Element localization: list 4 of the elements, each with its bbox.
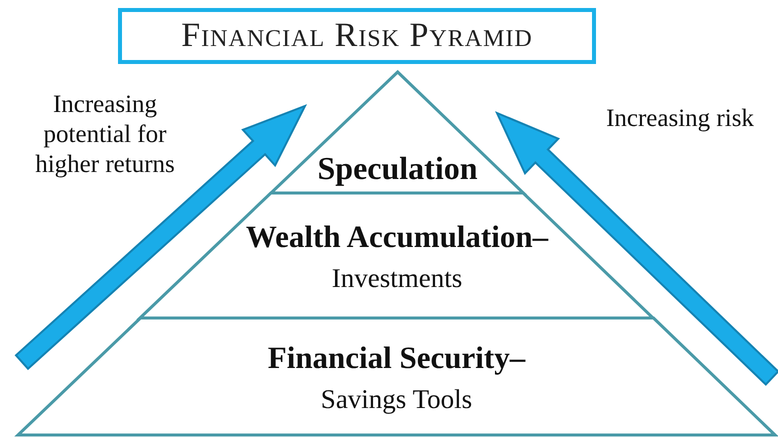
title-banner: Financial Risk Pyramid bbox=[118, 8, 596, 64]
axis-note: Increasing potential for higher returns bbox=[34, 90, 176, 180]
tier-heading: Speculation bbox=[316, 150, 478, 187]
axis-note: Increasing risk bbox=[605, 104, 755, 134]
